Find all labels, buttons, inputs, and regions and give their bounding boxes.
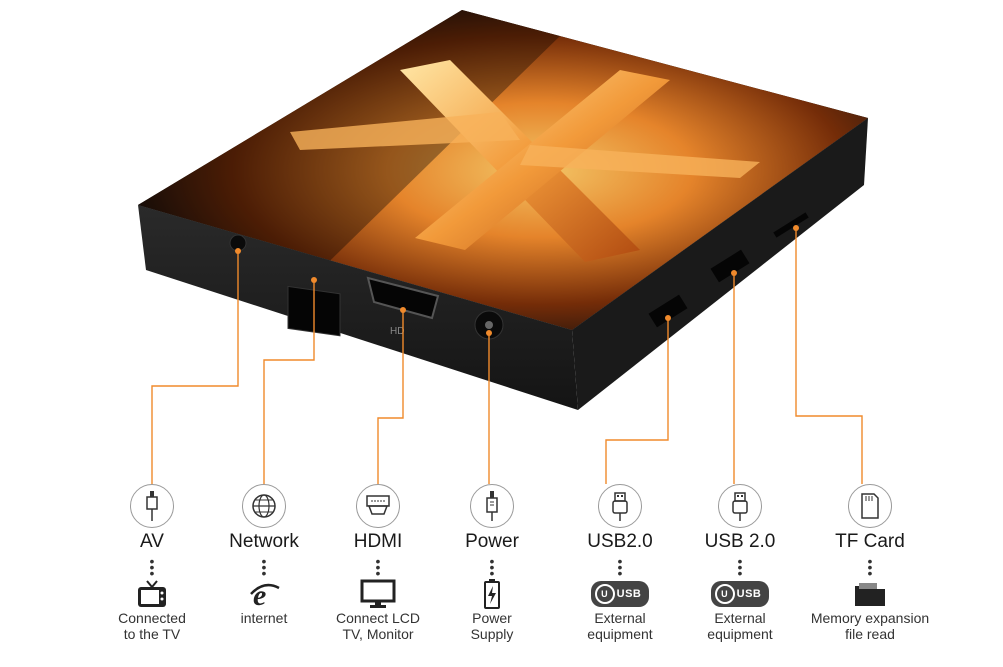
x-logo: X [0, 0, 760, 262]
sd-card-icon [848, 484, 892, 528]
leader-lines [151, 228, 863, 484]
dest-label: Connected to the TV [118, 610, 186, 642]
dest-label: External equipment [707, 610, 773, 642]
usb-badge-text: USB [616, 588, 642, 600]
port-column-power: Power ••• Power Supply [437, 484, 547, 642]
dest-label: Memory expansion file read [810, 610, 930, 642]
power-plug-icon [470, 484, 514, 528]
battery-icon [437, 578, 547, 610]
hdmi-marking: HD [390, 326, 404, 337]
port-label: Power [465, 531, 519, 552]
tf-card-slot [773, 212, 809, 238]
port-label: AV [140, 531, 164, 552]
globe-icon [242, 484, 286, 528]
port-label: HDMI [353, 531, 403, 552]
folder-icon [807, 578, 933, 610]
port-label: USB 2.0 [704, 531, 776, 552]
logo-letter: X [0, 0, 11, 4]
hdmi-port [366, 276, 440, 320]
usb-port-2 [710, 249, 750, 283]
port-label: USB2.0 [587, 531, 653, 552]
dest-label: External equipment [587, 610, 653, 642]
monitor-icon [323, 578, 433, 610]
port-column-network: Network ••• e internet [209, 484, 319, 626]
av-plug-icon [130, 484, 174, 528]
port-label: Network [229, 531, 299, 552]
dest-label: internet [240, 610, 288, 626]
usb-badge-text: USB [736, 588, 762, 600]
port-column-hdmi: HDMI ••• Connect LCD TV, Monitor [323, 484, 433, 642]
port-column-tf-card: TF Card ••• Memory expansion file read [807, 484, 933, 642]
svg-text:e: e [253, 579, 266, 610]
hdmi-plug-icon [356, 484, 400, 528]
device-front-face [138, 205, 578, 410]
usb-plug-icon [718, 484, 762, 528]
dest-label: Connect LCD TV, Monitor [335, 610, 421, 642]
usb-port-1 [648, 294, 688, 328]
port-label: TF Card [835, 531, 905, 552]
internet-e-icon: e [209, 578, 319, 610]
tv-icon [97, 578, 207, 610]
dest-label: Power Supply [470, 610, 514, 642]
port-column-av: AV ••• Connected to the TV [97, 484, 207, 642]
usb-plug-icon [598, 484, 642, 528]
